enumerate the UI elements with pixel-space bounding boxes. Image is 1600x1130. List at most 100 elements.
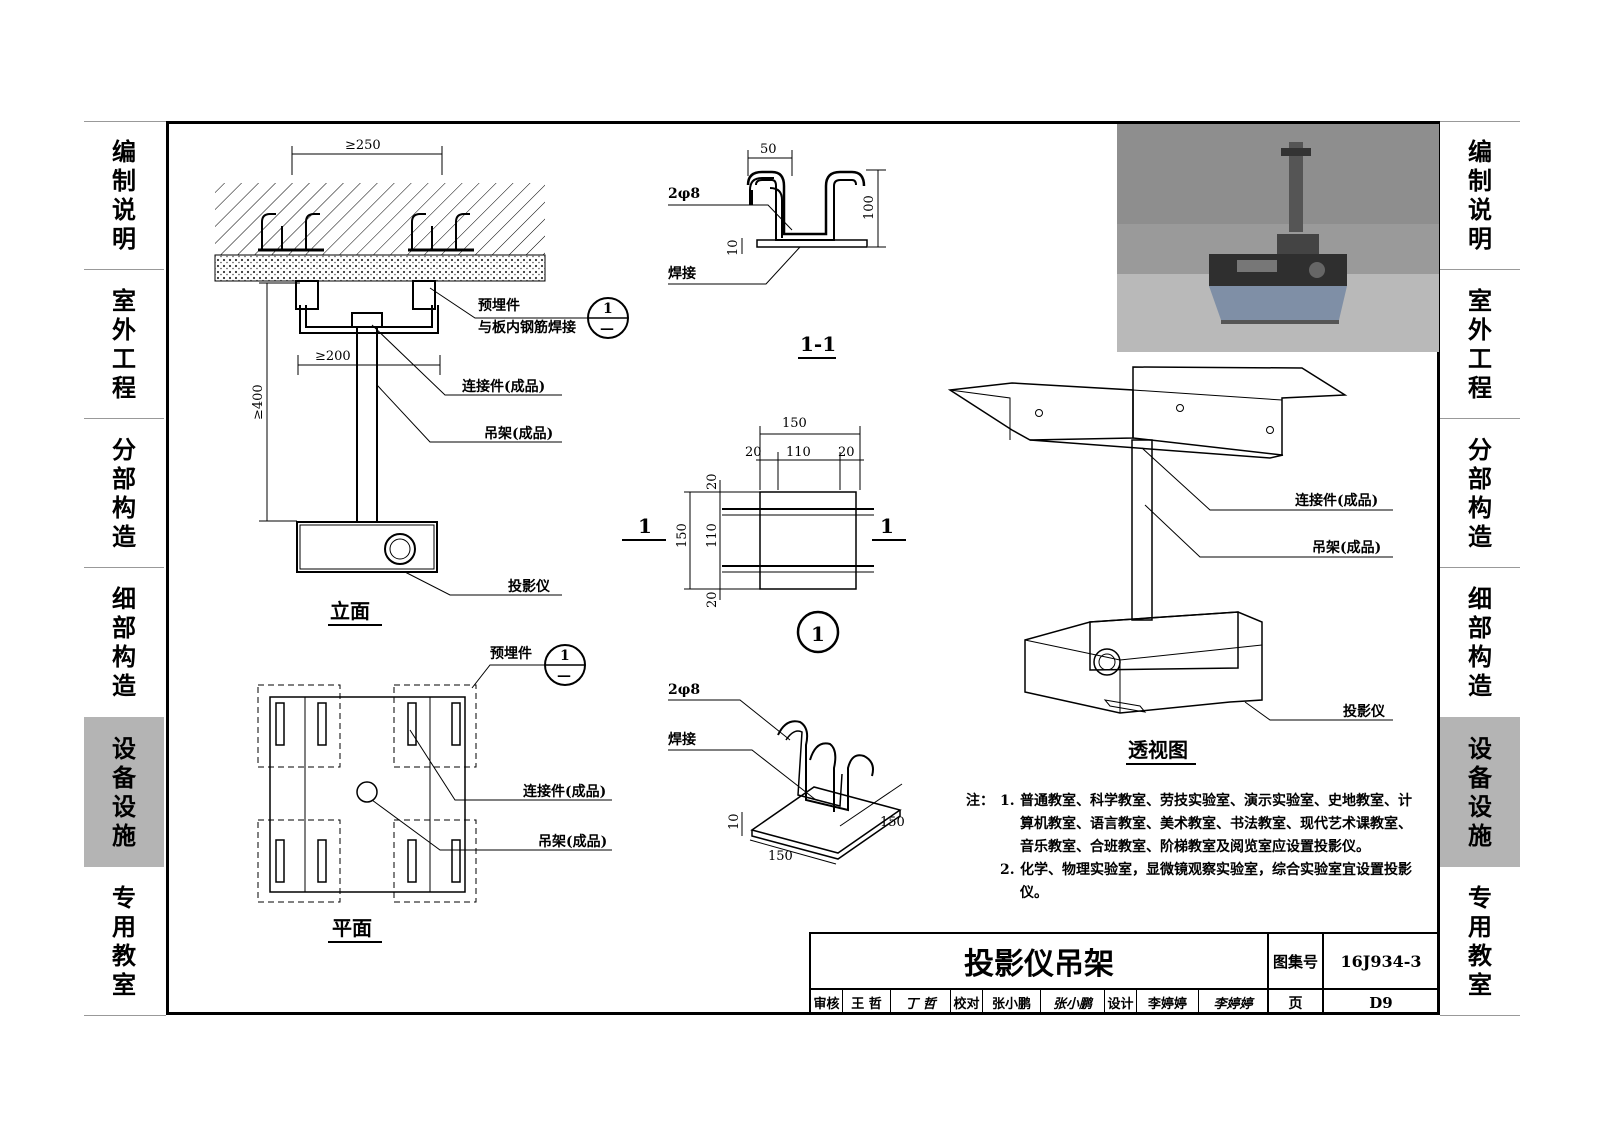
label-connector: 连接件(成品) (462, 378, 545, 395)
detail-dim-v-bottom: 20 (705, 591, 720, 608)
bolt-left (295, 280, 319, 310)
persp-bracket-left (947, 382, 1134, 441)
left-nav-label-5: 设备设施 (112, 734, 136, 850)
section-dim-height: 100 (862, 195, 877, 220)
right-top-rule (1440, 121, 1520, 122)
left-bottom-rule (84, 1015, 166, 1016)
reviewer-name: 王 哲 (843, 990, 891, 1015)
title-block: 投影仪吊架 图集号 16J934-3 审核 王 哲 丁 哲 校对 张小鹏 张小鹏… (809, 932, 1440, 1015)
callout-sub: — (600, 321, 614, 337)
iso-plate (750, 786, 902, 854)
right-nav-item-6[interactable]: 专用教室 (1440, 867, 1520, 1015)
detail-dim-mid: 110 (786, 445, 811, 460)
detail-dim-right: 20 (838, 445, 855, 460)
detail-dim-v-top: 20 (705, 473, 720, 490)
left-nav-label-6: 专用教室 (112, 883, 136, 999)
iso-label-weld: 焊接 (668, 731, 696, 748)
left-nav-item-2[interactable]: 室外工程 (84, 270, 164, 418)
left-nav-divider (84, 269, 164, 270)
concrete-slab (215, 183, 545, 255)
right-nav-divider (1440, 418, 1520, 419)
plan-view: 预埋件 1 — 连接件(成品) 吊架(成品) 平面 (257, 644, 612, 943)
left-nav-item-6[interactable]: 专用教室 (84, 867, 164, 1015)
right-nav-item-1[interactable]: 编制说明 (1440, 121, 1520, 269)
atlas-number: 16J934-3 (1324, 934, 1438, 990)
persp-label-hanger: 吊架(成品) (1312, 539, 1381, 556)
label-embed: 预埋件 (478, 297, 520, 314)
designer-name: 李婷婷 (1137, 990, 1199, 1015)
iso-dim-w: 150 (880, 815, 905, 830)
bolt-right (412, 280, 436, 310)
right-nav-label-4: 细部构造 (1468, 584, 1492, 700)
right-nav-item-4[interactable]: 细部构造 (1440, 568, 1520, 716)
left-nav-item-4[interactable]: 细部构造 (84, 568, 164, 716)
persp-label-connector: 连接件(成品) (1295, 492, 1378, 509)
left-nav-label-1: 编制说明 (112, 137, 136, 253)
projector-body (296, 521, 438, 573)
right-bottom-rule (1440, 1015, 1520, 1016)
plan-title: 平面 (332, 916, 372, 940)
note-1-text: 普通教室、科学教室、劳技实验室、演示实验室、史地教室、计算机教室、语言教室、美术… (1020, 793, 1412, 855)
notes-prefix: 注： (966, 793, 994, 809)
right-nav-item-2[interactable]: 室外工程 (1440, 270, 1520, 418)
right-nav-label-2: 室外工程 (1468, 286, 1492, 402)
plaster-layer (214, 254, 546, 282)
design-label: 设计 (1105, 990, 1137, 1015)
label-projector: 投影仪 (508, 579, 551, 595)
detail-1-plan: 150 20 110 20 150 20 110 20 1 1 1 (622, 416, 906, 654)
note-1-num: 1. (1000, 793, 1015, 809)
left-nav-item-1[interactable]: 编制说明 (84, 121, 164, 269)
right-nav-item-5-active[interactable]: 设备设施 (1440, 717, 1520, 867)
detail-title-num: 1 (811, 622, 825, 646)
section-dim-width: 50 (760, 142, 777, 157)
detail-dim-total: 150 (782, 416, 807, 431)
plan-label-hanger: 吊架(成品) (538, 833, 607, 850)
note-2: 2. 化学、物理实验室，显微镜观察实验室，综合实验室宜设置投影仪。 (966, 859, 1416, 905)
plan-outline (269, 696, 466, 893)
elevation-title: 立面 (330, 599, 370, 623)
dim-mid: ≥200 (315, 349, 351, 364)
projector-photo (1117, 124, 1439, 352)
plan-pole-circle (356, 781, 378, 803)
reviewer-signature: 丁 哲 (891, 990, 951, 1015)
right-nav-divider (1440, 567, 1520, 568)
detail-dim-v-total: 150 (675, 523, 690, 548)
page-label: 页 (1269, 990, 1324, 1015)
label-embed-weld: 与板内钢筋焊接 (478, 319, 576, 336)
dim-height: ≥400 (251, 384, 266, 420)
projector-lens (384, 533, 416, 565)
left-nav-item-5-active[interactable]: 设备设施 (84, 717, 164, 867)
note-1: 注： 1. 普通教室、科学教室、劳技实验室、演示实验室、史地教室、计算机教室、语… (966, 790, 1416, 859)
left-top-rule (84, 121, 166, 122)
detail-title-circle (796, 610, 840, 654)
embed-bars-right (411, 213, 470, 250)
left-nav-item-3[interactable]: 分部构造 (84, 419, 164, 567)
note-2-text: 化学、物理实验室，显微镜观察实验室，综合实验室宜设置投影仪。 (1020, 862, 1412, 901)
section-label-bar: 2φ8 (668, 186, 700, 202)
plan-plate-tl (257, 684, 341, 768)
right-nav-item-3[interactable]: 分部构造 (1440, 419, 1520, 567)
detail-plate (759, 491, 857, 590)
section-bar (746, 170, 866, 236)
detail-isometric: 2φ8 焊接 10 150 150 (668, 682, 905, 865)
callout-num: 1 (603, 301, 613, 317)
right-nav-label-6: 专用教室 (1468, 883, 1492, 999)
iso-dim-thick: 10 (727, 813, 742, 830)
cut-label-right: 1 (880, 514, 894, 538)
persp-label-projector: 投影仪 (1343, 704, 1386, 720)
detail-dim-left: 20 (745, 445, 762, 460)
plan-label-embed: 预埋件 (490, 645, 532, 662)
plan-callout-sub: — (557, 668, 571, 684)
drawing-frame (166, 121, 1440, 1015)
right-nav-label-1: 编制说明 (1468, 137, 1492, 253)
note-2-num: 2. (1000, 862, 1015, 878)
right-nav-label-5: 设备设施 (1468, 734, 1492, 850)
perspective-title: 透视图 (1128, 738, 1188, 762)
label-hanger: 吊架(成品) (484, 425, 553, 442)
section-dim-plate: 10 (726, 239, 741, 256)
section-title: 1-1 (800, 332, 836, 356)
projector-photo-drawing (1117, 124, 1439, 352)
review-label: 审核 (811, 990, 843, 1015)
section-label-weld: 焊接 (668, 265, 696, 282)
